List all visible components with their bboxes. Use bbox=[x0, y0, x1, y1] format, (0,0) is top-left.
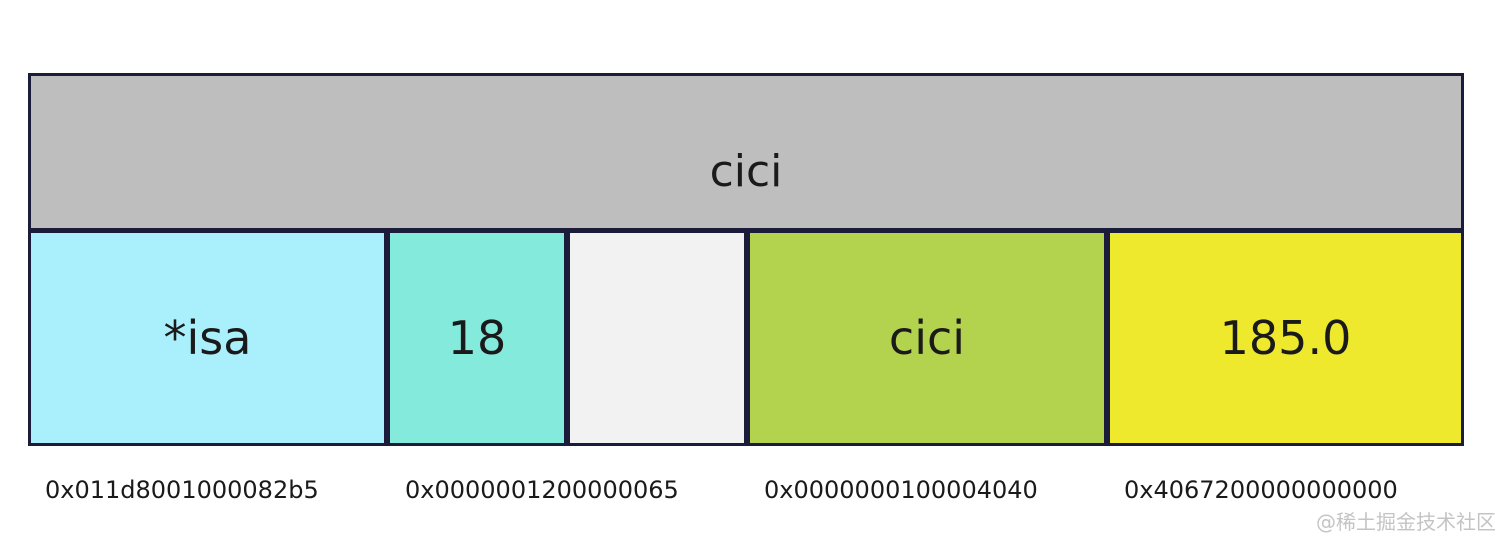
object-block: cici bbox=[28, 73, 1464, 231]
address-label-4: 0x4067200000000000 bbox=[1124, 476, 1398, 504]
field-height: 185.0 bbox=[1107, 230, 1464, 446]
field-age-label: 18 bbox=[447, 311, 507, 365]
field-name: cici bbox=[747, 230, 1107, 446]
field-height-label: 185.0 bbox=[1219, 311, 1352, 365]
address-label-2: 0x0000001200000065 bbox=[405, 476, 679, 504]
object-label: cici bbox=[709, 145, 783, 197]
field-name-label: cici bbox=[888, 311, 966, 365]
field-padding bbox=[567, 230, 747, 446]
watermark: @稀土掘金技术社区 bbox=[1316, 510, 1496, 534]
memory-layout-diagram: cici *isa 18 cici 185.0 bbox=[28, 73, 1464, 446]
address-label-1: 0x011d8001000082b5 bbox=[45, 476, 319, 504]
field-isa-label: *isa bbox=[163, 311, 252, 365]
field-isa: *isa bbox=[28, 230, 387, 446]
address-label-3: 0x0000000100004040 bbox=[764, 476, 1038, 504]
field-age: 18 bbox=[387, 230, 567, 446]
